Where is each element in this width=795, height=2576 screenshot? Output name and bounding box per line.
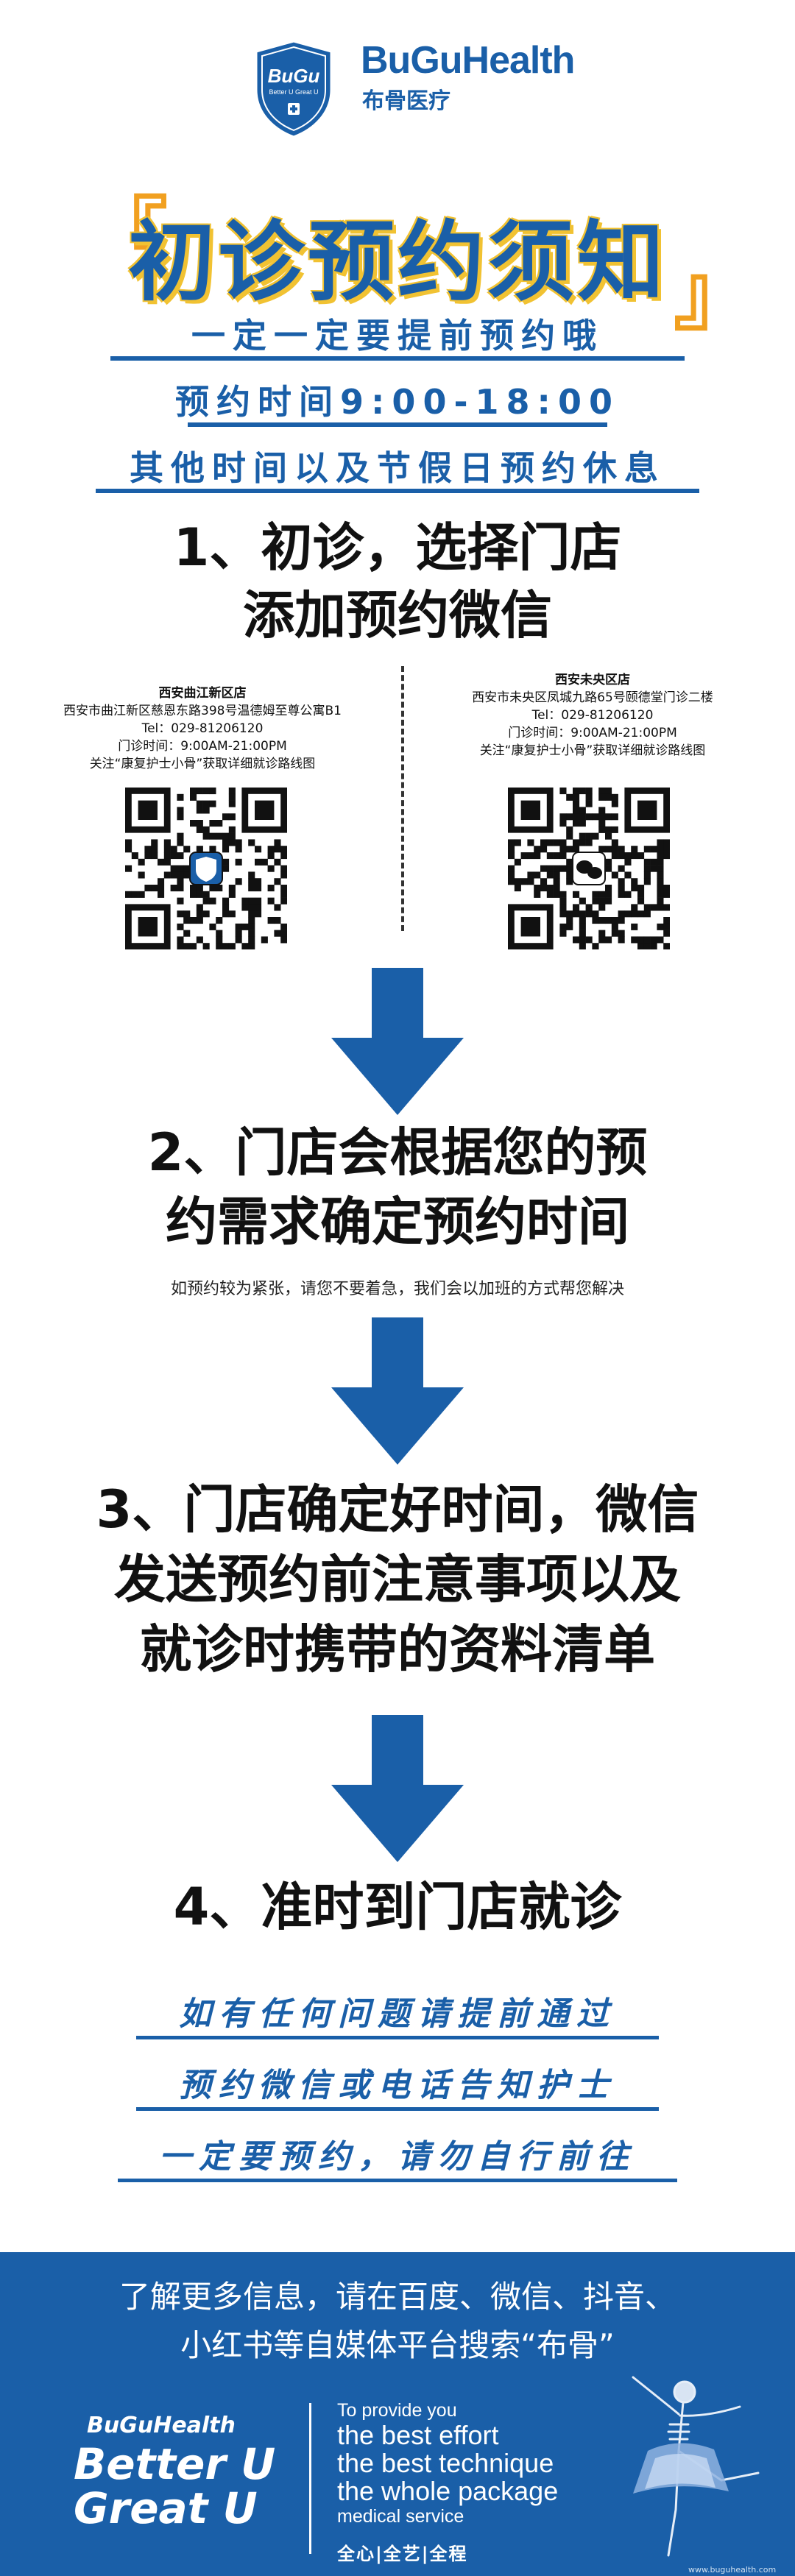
tip-underline-3 xyxy=(118,2179,677,2182)
bugu-shield-logo: BuGu Better U Great U xyxy=(255,40,333,138)
store-divider xyxy=(401,666,404,931)
footer-provide-1: To provide you xyxy=(337,2400,457,2421)
step3-line3: 就诊时携带的资料清单 xyxy=(140,1619,655,1680)
logo-text: BuGu xyxy=(268,65,320,87)
step1-line1: 1、初诊，选择门店 xyxy=(173,517,622,578)
tip-line-3: 一定要预约，请勿自行前往 xyxy=(159,2138,636,2176)
qr-code-weiyang[interactable] xyxy=(508,788,670,949)
sub-underline-1 xyxy=(110,356,685,361)
store-qujiang: 西安曲江新区店 西安市曲江新区慈恩东路398号温德姆至尊公寓B1 Tel：029… xyxy=(29,684,375,773)
store-qujiang-follow: 关注“康复护士小骨”获取详细就诊路线图 xyxy=(89,757,316,771)
tip-underline-2 xyxy=(136,2107,659,2111)
footer-brand: BuGuHealth xyxy=(87,2413,236,2438)
sub-line-3: 其他时间以及节假日预约休息 xyxy=(130,448,665,488)
store-qujiang-address: 西安市曲江新区慈恩东路398号温德姆至尊公寓B1 xyxy=(63,704,342,718)
sub-underline-3 xyxy=(96,489,699,493)
footer-divider xyxy=(309,2403,311,2554)
step2-line1: 2、门店会根据您的预 xyxy=(147,1122,648,1183)
qr-code-qujiang[interactable] xyxy=(125,788,287,949)
footer-provide-3: the best technique xyxy=(337,2448,554,2478)
footer-url: www.buguhealth.com xyxy=(688,2565,777,2575)
title-bracket-left: 『 xyxy=(87,188,168,283)
store-qujiang-prefix: 西安 xyxy=(158,686,184,701)
store-weiyang-hours: 门诊时间：9:00AM-21:00PM xyxy=(508,726,677,740)
store-qujiang-name: 曲江新区店 xyxy=(183,686,247,701)
store-weiyang-address: 西安市未央区凤城九路65号颐德堂门诊二楼 xyxy=(472,690,713,705)
footer-provide-5: medical service xyxy=(337,2506,464,2527)
footer: 了解更多信息，请在百度、微信、抖音、 小红书等自媒体平台搜索“布骨” BuGuH… xyxy=(0,2252,795,2576)
down-arrow-icon xyxy=(331,968,464,1115)
footer-provide: To provide you the best effort the best … xyxy=(337,2399,558,2527)
store-weiyang-prefix: 西安 xyxy=(555,673,580,687)
step2-line2: 约需求确定预约时间 xyxy=(166,1192,629,1252)
tip-line-1: 如有任何问题请提前通过 xyxy=(179,1995,616,2033)
footer-provide-4: the whole package xyxy=(337,2476,559,2506)
ballet-skeleton-illustration xyxy=(632,2376,760,2557)
store-qujiang-tel: Tel：029-81206120 xyxy=(141,721,264,736)
main-title: 初诊预约须知 xyxy=(127,211,667,313)
tip-line-2: 预约微信或电话告知护士 xyxy=(179,2067,616,2104)
sub-underline-2 xyxy=(188,422,607,427)
step1-line2: 添加预约微信 xyxy=(243,585,552,645)
footer-slogan: Better U Great U xyxy=(74,2442,275,2530)
brand-name-cn: 布骨医疗 xyxy=(362,88,451,114)
step3-line1: 3、门店确定好时间，微信 xyxy=(96,1479,699,1540)
store-weiyang-name: 未央区店 xyxy=(580,673,630,687)
logo-sub: Better U Great U xyxy=(269,88,318,96)
tip-underline-1 xyxy=(136,2036,659,2039)
footer-slogan-cn: 全心|全艺|全程 xyxy=(337,2544,468,2564)
sub-line-1: 一定一定要提前预约哦 xyxy=(191,316,604,355)
footer-slogan-1: Better U xyxy=(74,2439,276,2489)
footer-provide-2: the best effort xyxy=(337,2420,499,2450)
main-title-block: 『 初诊预约须知 』 xyxy=(0,177,795,342)
down-arrow-icon xyxy=(331,1317,464,1465)
footer-line1: 了解更多信息，请在百度、微信、抖音、 xyxy=(119,2279,676,2315)
step4-line1: 4、准时到门店就诊 xyxy=(173,1877,622,1937)
store-weiyang: 西安未央区店 西安市未央区凤城九路65号颐德堂门诊二楼 Tel：029-8120… xyxy=(420,671,766,760)
down-arrow-icon xyxy=(331,1715,464,1862)
footer-line2: 小红书等自媒体平台搜索“布骨” xyxy=(180,2327,615,2363)
store-weiyang-follow: 关注“康复护士小骨”获取详细就诊路线图 xyxy=(479,743,706,758)
step3-line2: 发送预约前注意事项以及 xyxy=(114,1549,681,1610)
title-bracket-right: 』 xyxy=(674,247,755,342)
store-qujiang-hours: 门诊时间：9:00AM-21:00PM xyxy=(118,739,287,754)
step2-note: 如预约较为紧张，请您不要着急，我们会以加班的方式帮您解决 xyxy=(170,1280,624,1298)
footer-slogan-2: Great U xyxy=(74,2483,258,2533)
brand-name: BuGuHealth xyxy=(361,39,575,82)
sub-line-2: 预约时间9:00-18:00 xyxy=(175,382,620,422)
store-weiyang-tel: Tel：029-81206120 xyxy=(531,708,654,723)
